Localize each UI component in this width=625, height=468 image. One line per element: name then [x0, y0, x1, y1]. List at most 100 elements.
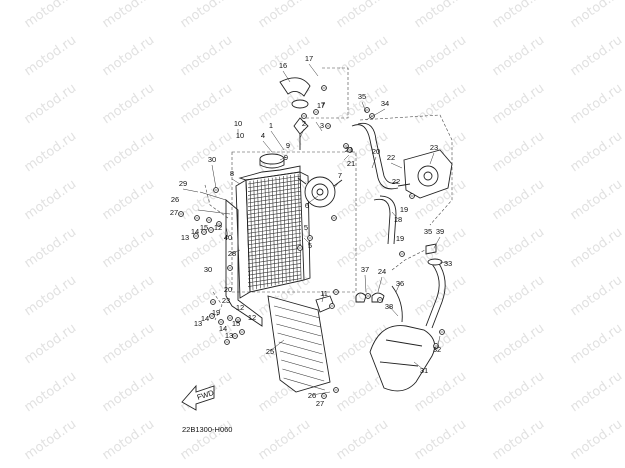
diagram-code: 22B1300-H060	[182, 425, 232, 434]
watermark-text: motod.ru	[22, 33, 79, 79]
callout-35: 35	[358, 92, 366, 101]
callout-15: 15	[200, 223, 208, 232]
watermark-text: motod.ru	[256, 0, 313, 31]
watermark-text: motod.ru	[568, 0, 625, 31]
callout-12: 12	[214, 223, 222, 232]
watermark-text: motod.ru	[100, 369, 157, 415]
watermark-text: motod.ru	[178, 81, 235, 127]
callout-37: 37	[361, 265, 369, 274]
radiator-core	[235, 165, 311, 299]
upper-hose	[279, 77, 311, 150]
callout-19: 19	[400, 205, 408, 214]
watermark-text: motod.ru	[412, 417, 469, 463]
callout-17: 17	[317, 101, 325, 110]
watermark-text: motod.ru	[490, 321, 547, 367]
callout-20: 20	[372, 147, 380, 156]
callout-26: 26	[308, 391, 316, 400]
dashed-group-frames	[204, 67, 453, 321]
watermark-text: motod.ru	[22, 81, 79, 127]
watermark-text: motod.ru	[568, 81, 625, 127]
watermark-text: motod.ru	[490, 129, 547, 175]
callout-14: 14	[219, 324, 227, 333]
watermark-text: motod.ru	[334, 0, 391, 31]
callout-2: 2	[302, 119, 306, 128]
callout-13: 13	[181, 233, 189, 242]
callout-30: 30	[208, 155, 216, 164]
watermark-text: motod.ru	[100, 0, 157, 31]
watermark-text: motod.ru	[490, 369, 547, 415]
callout-14: 14	[201, 314, 209, 323]
watermark-text: motod.ru	[490, 81, 547, 127]
watermark-text: motod.ru	[412, 0, 469, 31]
callout-32: 32	[433, 345, 441, 354]
watermark-text: motod.ru	[22, 129, 79, 175]
watermark-text: motod.ru	[100, 33, 157, 79]
callout-25: 25	[266, 347, 274, 356]
radiator-cap	[259, 153, 285, 169]
watermark-text: motod.ru	[22, 0, 79, 31]
watermark-text: motod.ru	[22, 321, 79, 367]
callout-1: 1	[269, 121, 273, 130]
watermark-text: motod.ru	[568, 177, 625, 223]
callout-6: 6	[305, 201, 309, 210]
callout-13: 13	[225, 331, 233, 340]
watermark-text: motod.ru	[490, 0, 547, 31]
watermark-text: motod.ru	[490, 33, 547, 79]
callout-23: 23	[430, 143, 438, 152]
callout-19: 19	[396, 234, 404, 243]
watermark-text: motod.ru	[568, 321, 625, 367]
callout-19: 19	[212, 308, 220, 317]
callout-10: 10	[236, 131, 244, 140]
callout-10: 10	[234, 119, 242, 128]
callout-27: 27	[316, 399, 324, 408]
watermark-text: motod.ru	[568, 225, 625, 271]
watermark-text: motod.ru	[22, 225, 79, 271]
watermark-text: motod.ru	[490, 225, 547, 271]
watermark-text: motod.ru	[22, 273, 79, 319]
watermark-text: motod.ru	[568, 417, 625, 463]
callout-12: 12	[248, 313, 256, 322]
callout-35: 35	[424, 227, 432, 236]
watermark-text: motod.ru	[178, 0, 235, 31]
watermark-text: motod.ru	[22, 177, 79, 223]
water-pump-housing	[397, 149, 453, 199]
watermark-text: motod.ru	[178, 129, 235, 175]
watermark-text: motod.ru	[178, 417, 235, 463]
callout-11: 11	[320, 289, 328, 298]
watermark-text: motod.ru	[100, 417, 157, 463]
watermark-text: motod.ru	[490, 273, 547, 319]
watermark-text: motod.ru	[412, 81, 469, 127]
watermark-text: motod.ru	[100, 321, 157, 367]
watermark-text: motod.ru	[256, 417, 313, 463]
callout-4: 4	[261, 131, 265, 140]
callout-17: 17	[305, 54, 313, 63]
callout-33: 33	[444, 259, 452, 268]
callout-7: 7	[321, 100, 325, 109]
callout-18: 18	[394, 215, 402, 224]
leader-lines	[182, 63, 449, 396]
callout-12: 12	[236, 303, 244, 312]
watermark-text: motod.ru	[22, 369, 79, 415]
callout-14: 14	[191, 227, 199, 236]
callout-27: 27	[170, 208, 178, 217]
watermark-text: motod.ru	[178, 33, 235, 79]
watermark-text: motod.ru	[568, 129, 625, 175]
watermark-text: motod.ru	[100, 177, 157, 223]
callout-9: 9	[284, 153, 288, 162]
callout-7: 7	[338, 171, 342, 180]
hose-20	[351, 122, 399, 190]
watermark-text: motod.ru	[334, 417, 391, 463]
callout-26: 26	[171, 195, 179, 204]
callout-20: 20	[224, 285, 232, 294]
radiator-guard	[267, 295, 331, 393]
callout-5: 5	[304, 223, 308, 232]
watermark-text: motod.ru	[412, 33, 469, 79]
reservoir-tank	[369, 325, 436, 392]
callout-16: 16	[279, 61, 287, 70]
callout-30: 30	[204, 265, 212, 274]
callout-22: 22	[387, 153, 395, 162]
hose-18	[373, 195, 397, 245]
callout-36: 36	[396, 279, 404, 288]
